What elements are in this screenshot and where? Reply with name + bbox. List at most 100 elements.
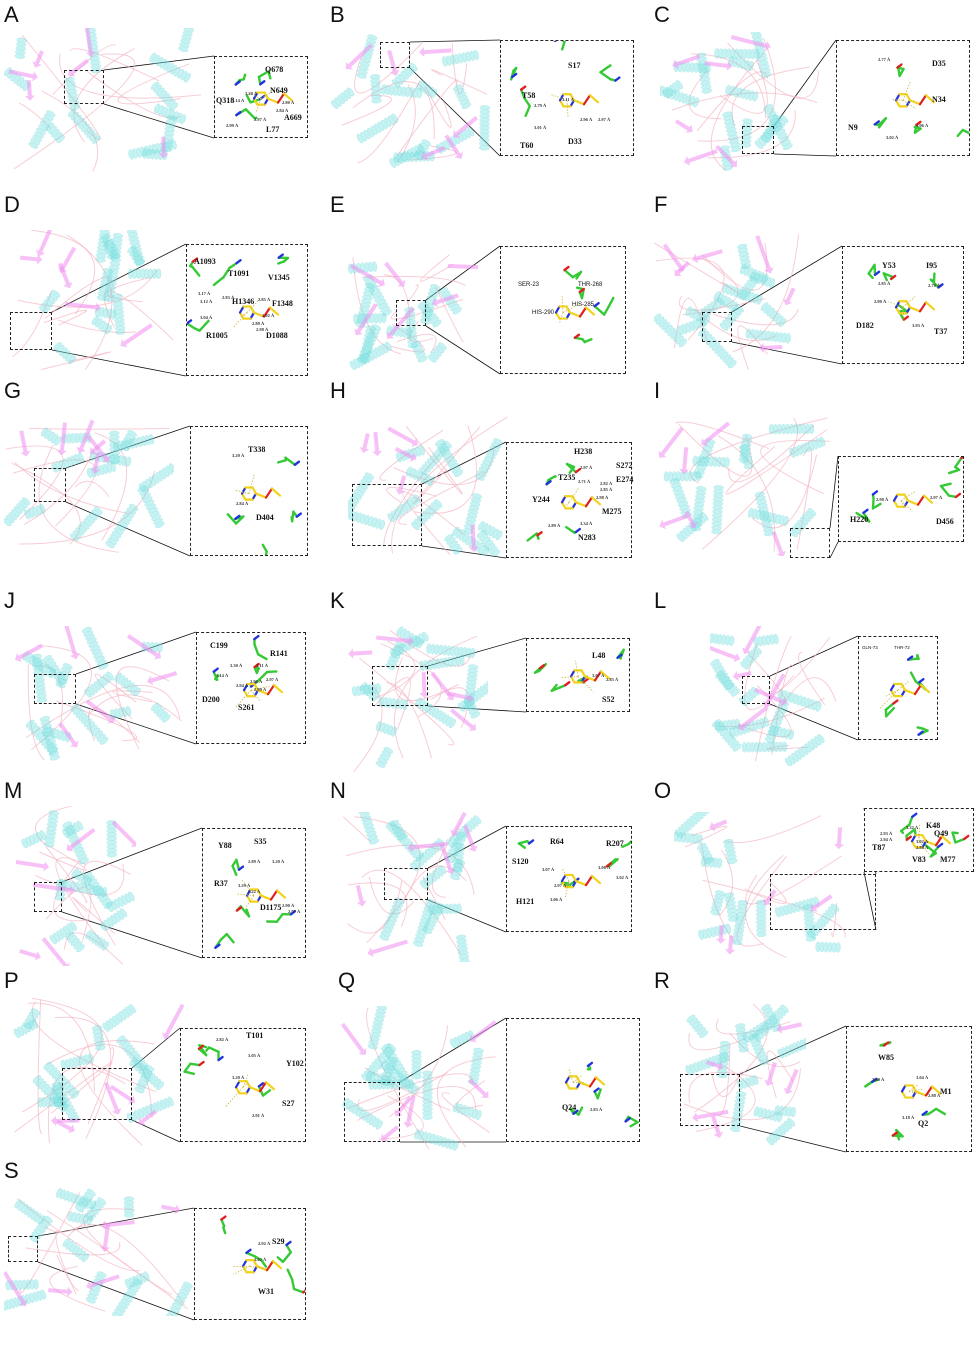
hbond-distance-label: 2.84 Å — [276, 109, 288, 114]
sheet-arrow — [679, 447, 691, 475]
hbond-distance-label: 3.20 Å — [232, 1076, 244, 1081]
binding-site-drawing — [859, 637, 937, 739]
panel-letter: M — [4, 780, 22, 802]
protein-cartoon-icon — [660, 32, 820, 172]
bond-stick — [955, 839, 964, 842]
residue-label: T58 — [522, 92, 535, 100]
binding-site-zoom — [836, 40, 970, 156]
bond-stick — [528, 533, 537, 540]
bond-stick — [239, 867, 243, 870]
panel-l: L GLN-73 THR-72 — [650, 586, 970, 776]
bond-stick — [236, 860, 239, 870]
bond-stick — [595, 306, 605, 314]
helix-shape — [711, 485, 724, 534]
loop-shape — [29, 428, 170, 429]
helix-shape — [137, 485, 165, 530]
bond-stick — [590, 1077, 596, 1086]
bond-stick — [565, 682, 569, 685]
helix-shape — [330, 87, 355, 110]
hbond-distance-label: 2.98 Å — [596, 496, 608, 501]
helix-shape — [124, 1196, 134, 1217]
binding-site-drawing — [837, 41, 969, 155]
residue-label: S120 — [512, 858, 528, 866]
helix-shape — [61, 1237, 90, 1263]
helix-shape — [138, 462, 174, 493]
helix-shape — [15, 37, 27, 59]
bond-stick — [227, 934, 234, 942]
bond-stick — [538, 532, 542, 535]
panel-letter: D — [4, 194, 20, 216]
hbond-distance-label: 2.98 Å — [876, 498, 888, 503]
bond-stick — [274, 685, 282, 692]
residue-label: T235 — [558, 474, 575, 482]
residue-label: T338 — [248, 446, 265, 454]
panel-letter: H — [330, 380, 346, 402]
loop-shape — [75, 481, 109, 497]
sheet-arrow — [655, 425, 686, 461]
hbond-distance-label: 3.06 Å — [598, 866, 610, 871]
panel-letter: I — [654, 380, 660, 402]
hbond-distance-label: 2.78 Å — [928, 284, 940, 289]
bond-stick — [261, 896, 271, 900]
hbond-distance-label: 2.85 Å — [606, 678, 618, 683]
hbond-distance-label: 2.91 Å — [252, 1114, 264, 1119]
protein-cartoon-drawing — [4, 28, 204, 178]
bond-stick — [955, 458, 961, 467]
panel-letter: J — [4, 590, 15, 612]
hbond-distance-label: 2.85 Å — [258, 298, 270, 303]
residue-label: R141 — [270, 650, 288, 658]
residue-label: Q2 — [918, 1120, 928, 1128]
hbond-distance-label: 2.83 Å — [222, 296, 234, 301]
bond-stick — [921, 685, 929, 692]
helix-shape — [788, 436, 826, 458]
bond-stick — [919, 679, 923, 682]
bond-stick — [256, 494, 266, 498]
residue-label: V83 — [912, 856, 926, 864]
bond-stick — [592, 876, 600, 883]
bond-stick — [893, 701, 897, 704]
helix-shape — [474, 437, 503, 481]
hbond-distance-label: 3.20 Å — [272, 860, 284, 865]
hbond-line — [560, 313, 563, 323]
residue-label: GLN-73 — [862, 646, 878, 651]
helix-shape — [52, 341, 77, 365]
helix-shape — [777, 1036, 806, 1059]
binding-site-drawing — [843, 247, 963, 363]
binding-site-box — [64, 70, 104, 104]
bond-stick — [909, 817, 912, 825]
bond-stick — [266, 1082, 274, 1089]
bond-stick — [292, 1279, 294, 1289]
bond-stick — [266, 489, 272, 498]
hbond-distance-label: 2.97 Å — [254, 118, 266, 123]
protein-cartoon-icon — [330, 26, 500, 176]
bond-stick — [911, 673, 916, 682]
binding-site-box — [352, 484, 422, 546]
residue-label: S35 — [254, 838, 266, 846]
panel-letter: N — [330, 780, 346, 802]
protein-cartoon-drawing — [654, 230, 804, 370]
helix-shape — [81, 626, 109, 671]
bond-stick — [912, 814, 916, 817]
bond-stick — [295, 462, 299, 465]
panel-h: H H238 T235 Y244 S272 E274 M275 N283 2.9… — [326, 376, 646, 566]
residue-label: A1093 — [194, 258, 216, 266]
bond-stick — [286, 458, 295, 465]
binding-site-zoom — [858, 636, 938, 740]
binding-site-box — [396, 300, 426, 326]
sheet-arrow — [448, 261, 478, 272]
helix-shape — [725, 85, 759, 102]
bond-stick — [918, 496, 924, 505]
residue-label: L77 — [266, 126, 279, 134]
binding-site-box — [742, 126, 774, 154]
bond-stick — [915, 685, 921, 694]
bond-stick — [562, 41, 564, 49]
sheet-arrow — [340, 1021, 370, 1058]
bond-stick — [576, 881, 586, 885]
sheet-arrow — [100, 1217, 135, 1231]
binding-site-box — [8, 1236, 38, 1262]
bond-stick — [254, 636, 258, 639]
panel-letter: B — [330, 4, 345, 26]
hbond-distance-label: 2.94 Å — [236, 684, 248, 689]
hbond-distance-label: 2.97 Å — [598, 118, 610, 123]
bond-stick — [604, 307, 608, 315]
